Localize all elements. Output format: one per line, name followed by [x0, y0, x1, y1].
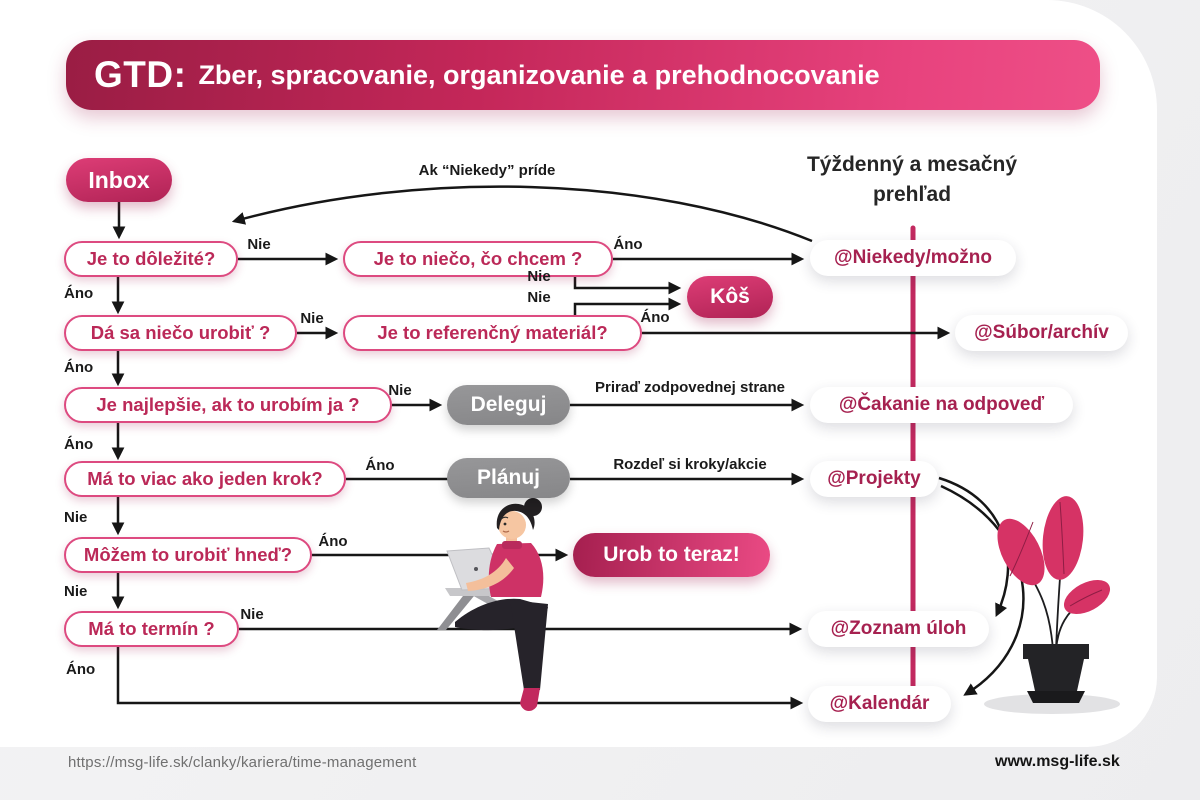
review-heading-line1: Týždenný a mesačný	[806, 153, 1018, 176]
edge-label-ak-niekedy: Ak “Niekedy” príde	[418, 162, 556, 179]
edge-label-ano-col1: Áno	[64, 285, 94, 302]
node-context-cakanie: @Čakanie na odpoveď	[810, 387, 1073, 423]
title-banner: GTD: Zber, spracovanie, organizovanie a …	[66, 40, 1100, 110]
footer-article-url: https://msg-life.sk/clanky/kariera/time-…	[68, 754, 417, 771]
review-heading-line2: prehľad	[872, 183, 952, 206]
edge-label-nie-row2: Nie	[300, 310, 324, 327]
node-question-chcem: Je to niečo, čo chcem ?	[343, 241, 613, 277]
node-question-krok: Má to viac ako jeden krok?	[64, 461, 346, 497]
plant-illustration	[984, 496, 1120, 714]
edge-label-ano-row5: Áno	[318, 533, 348, 550]
edge-label-nie-col4: Nie	[64, 509, 88, 526]
edge-label-ano-col6: Áno	[66, 661, 96, 678]
node-question-urobit: Dá sa niečo urobiť ?	[64, 315, 297, 351]
edge-label-rozdel: Rozdeľ si kroky/akcie	[613, 456, 767, 473]
node-question-najlepsie: Je najlepšie, ak to urobím ja ?	[64, 387, 392, 423]
node-inbox: Inbox	[66, 158, 172, 202]
node-context-kalendar: @Kalendár	[808, 686, 951, 722]
edge-label-ano-row1: Áno	[613, 236, 643, 253]
edge-label-nie-col5: Nie	[64, 583, 88, 600]
node-context-projekty: @Projekty	[810, 461, 938, 497]
node-planuj: Plánuj	[447, 458, 570, 498]
title-prefix: GTD:	[94, 54, 187, 95]
node-context-niekedy: @Niekedy/možno	[810, 240, 1016, 276]
edge-label-ano-col3: Áno	[64, 436, 94, 453]
edge-label-nie-kos2: Nie	[527, 289, 551, 306]
footer-site-name: www.msg-life.sk	[995, 753, 1120, 770]
review-heading: Týždenný a mesačný prehľad	[782, 150, 1042, 210]
node-question-hned: Môžem to urobiť hneď?	[64, 537, 312, 573]
node-question-termin: Má to termín ?	[64, 611, 239, 647]
node-context-zoznam: @Zoznam úloh	[808, 611, 989, 647]
title-text: Zber, spracovanie, organizovanie a preho…	[198, 59, 880, 90]
edge-label-ano-col2: Áno	[64, 359, 94, 376]
node-context-subor: @Súbor/archív	[955, 315, 1128, 351]
edge-label-nie-row3: Nie	[388, 382, 412, 399]
edge-label-prirad: Priraď zodpovednej strane	[595, 379, 785, 396]
edge-label-nie-kos1: Nie	[527, 268, 551, 285]
node-question-dolezite: Je to dôležité?	[64, 241, 238, 277]
edge-label-ano-row2: Áno	[640, 309, 670, 326]
edge-label-ano-row4: Áno	[365, 457, 395, 474]
node-question-referencny: Je to referenčný materiál?	[343, 315, 642, 351]
edge-label-nie-row1: Nie	[247, 236, 271, 253]
node-urob-teraz: Urob to teraz!	[573, 533, 770, 577]
edge-label-nie-row6: Nie	[240, 606, 264, 623]
node-kos: Kôš	[687, 276, 773, 318]
person-illustration	[437, 498, 548, 712]
node-deleguj: Deleguj	[447, 385, 570, 425]
